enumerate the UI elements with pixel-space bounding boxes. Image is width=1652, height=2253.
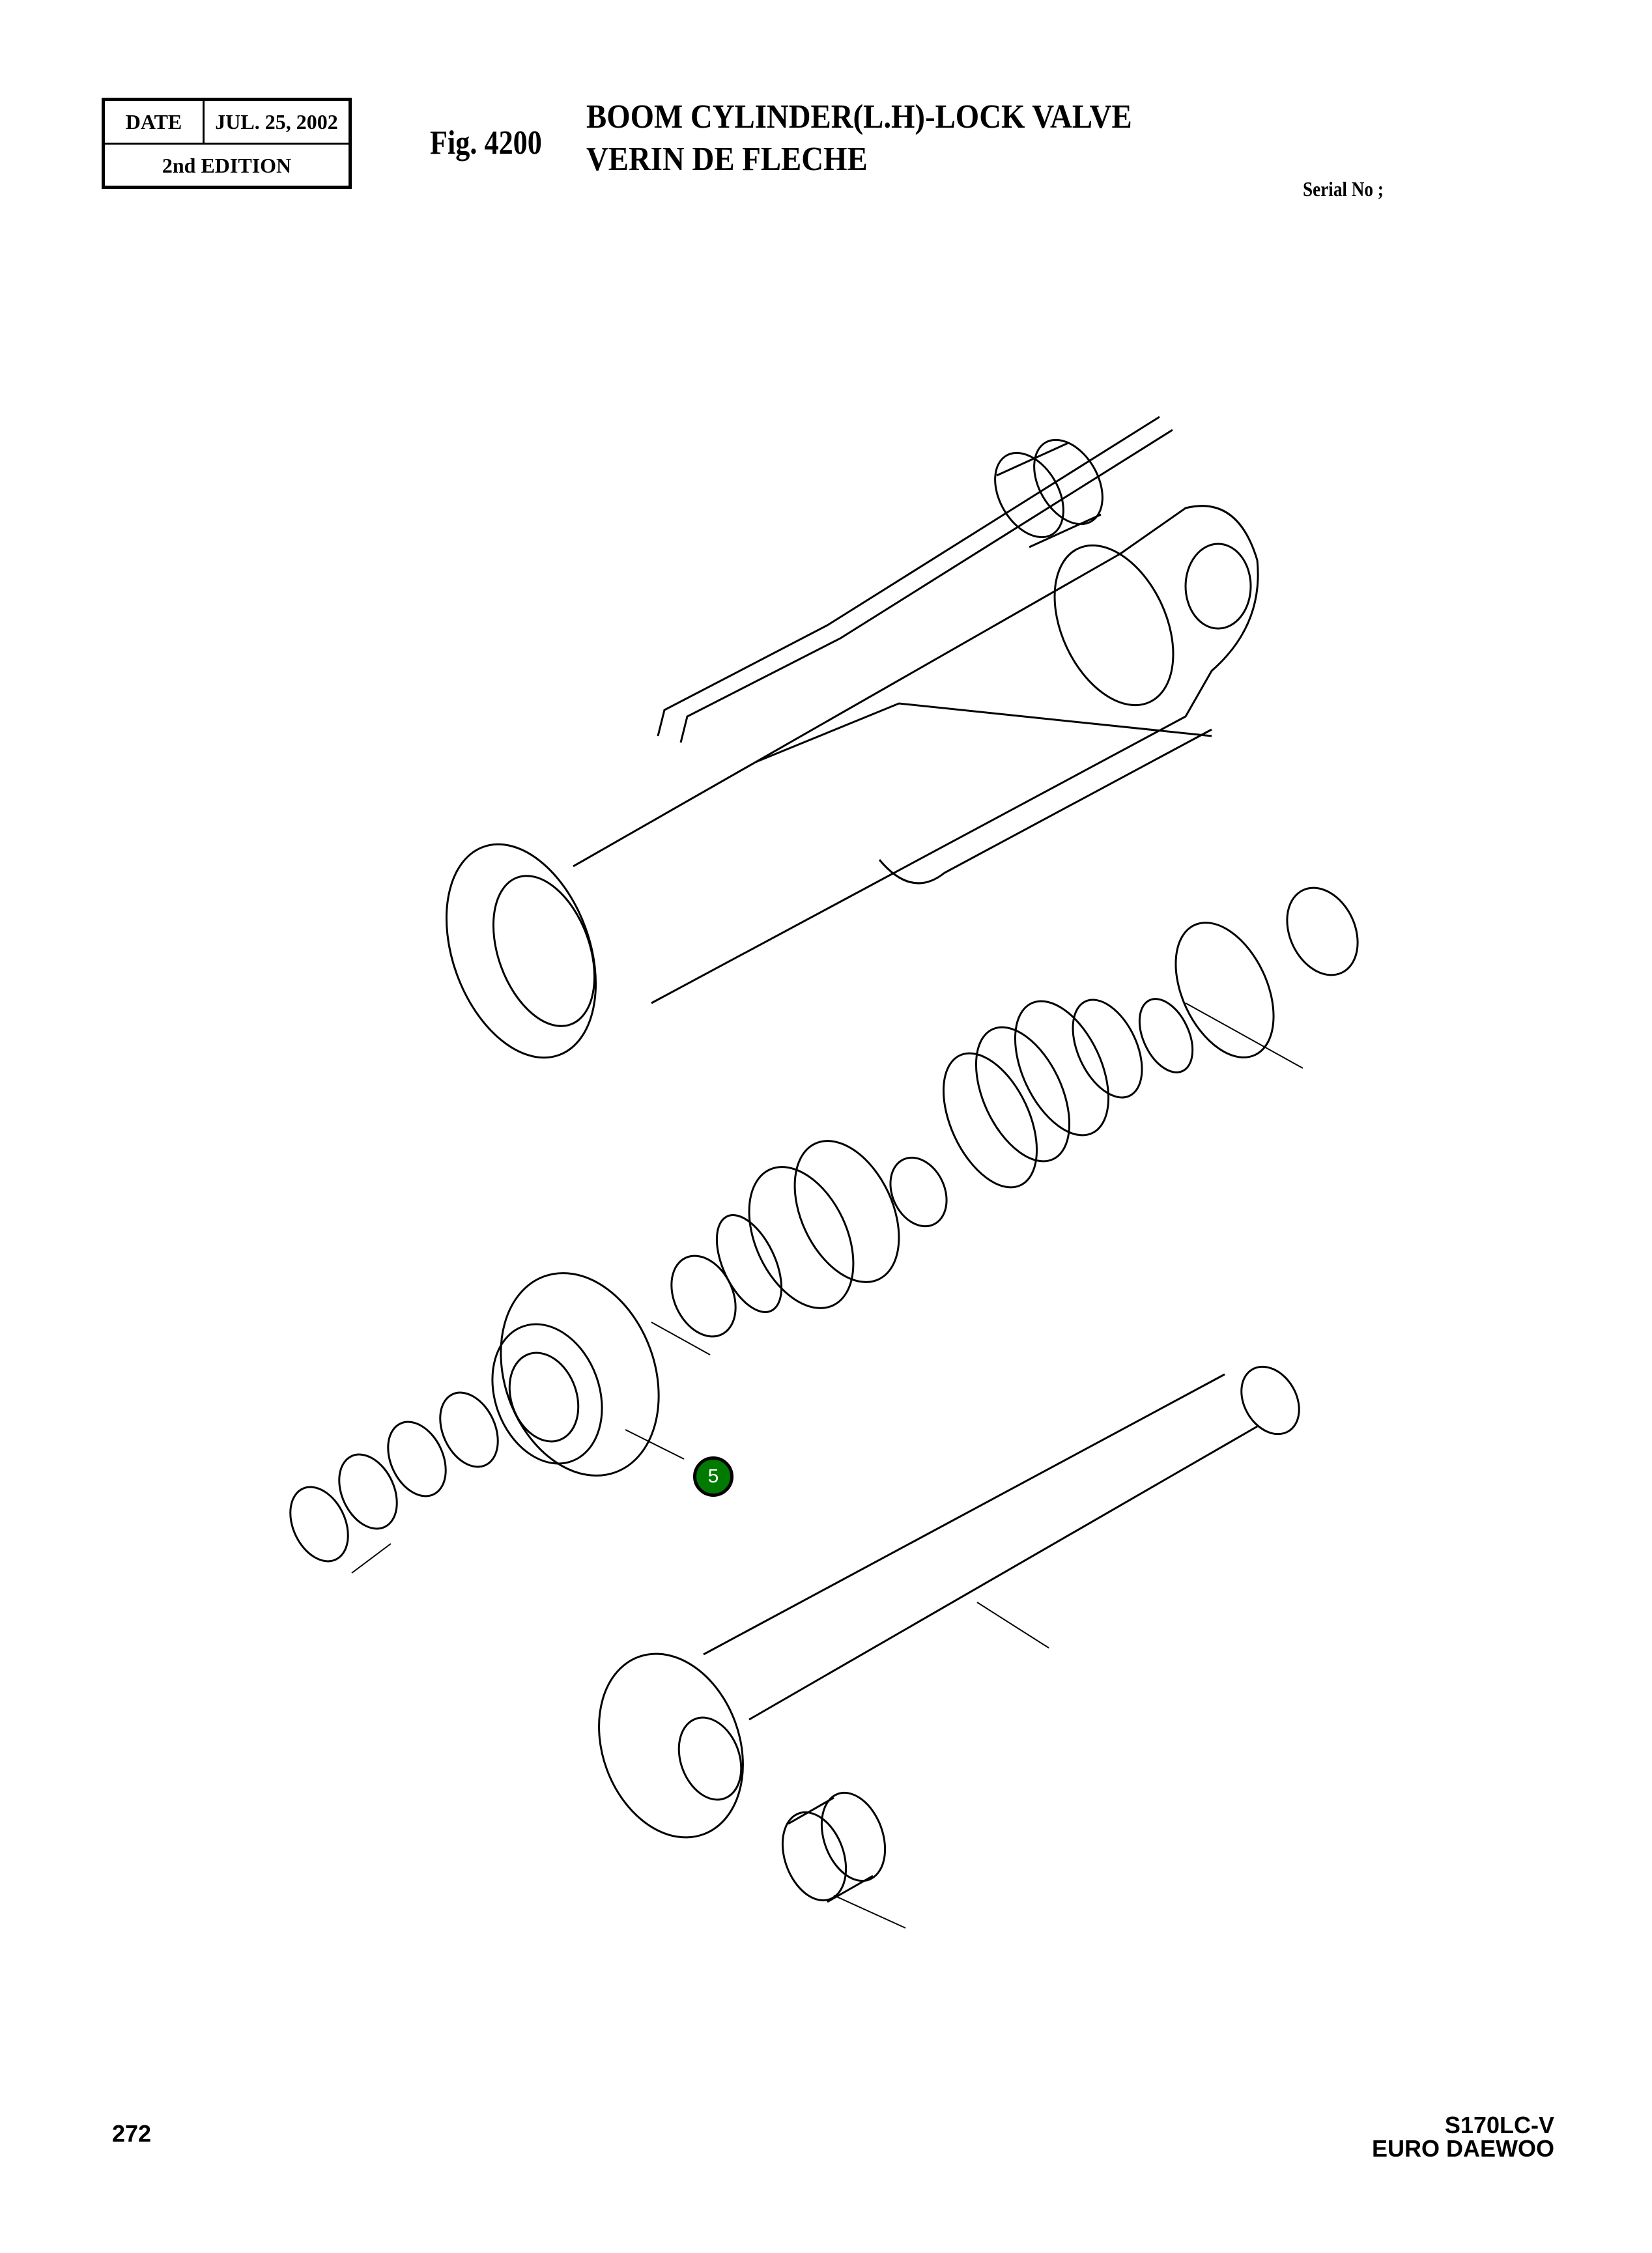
seal-rings [289, 886, 1359, 1563]
title-english: BOOM CYLINDER(L.H)-LOCK VALVE [586, 98, 1132, 135]
page-number: 272 [112, 2120, 152, 2147]
date-label: DATE [105, 101, 205, 143]
model-name: S170LC-V [1444, 2112, 1554, 2138]
hydraulic-pipes [657, 416, 1212, 885]
bottom-bushing [781, 1791, 887, 1903]
top-bushing [994, 438, 1104, 548]
date-row: DATE JUL. 25, 2002 [105, 101, 349, 145]
edition-label: 2nd EDITION [162, 154, 292, 177]
title-french: VERIN DE FLECHE [586, 141, 868, 178]
figure-number: Fig. 4200 [430, 124, 542, 162]
leader-lines [351, 1002, 1303, 1929]
piston-rod [598, 1365, 1300, 1839]
brand-name: EURO DAEWOO [1371, 2135, 1554, 2162]
model-brand: S170LC-V EURO DAEWOO [1372, 2114, 1554, 2161]
callout-5[interactable]: 5 [693, 1456, 733, 1497]
serial-number-label: Serial No ; [1303, 177, 1384, 201]
rod-guide [491, 1272, 660, 1477]
cylinder-tube [445, 505, 1259, 1059]
date-edition-box: DATE JUL. 25, 2002 2nd EDITION [102, 98, 352, 189]
date-value: JUL. 25, 2002 [215, 110, 338, 134]
